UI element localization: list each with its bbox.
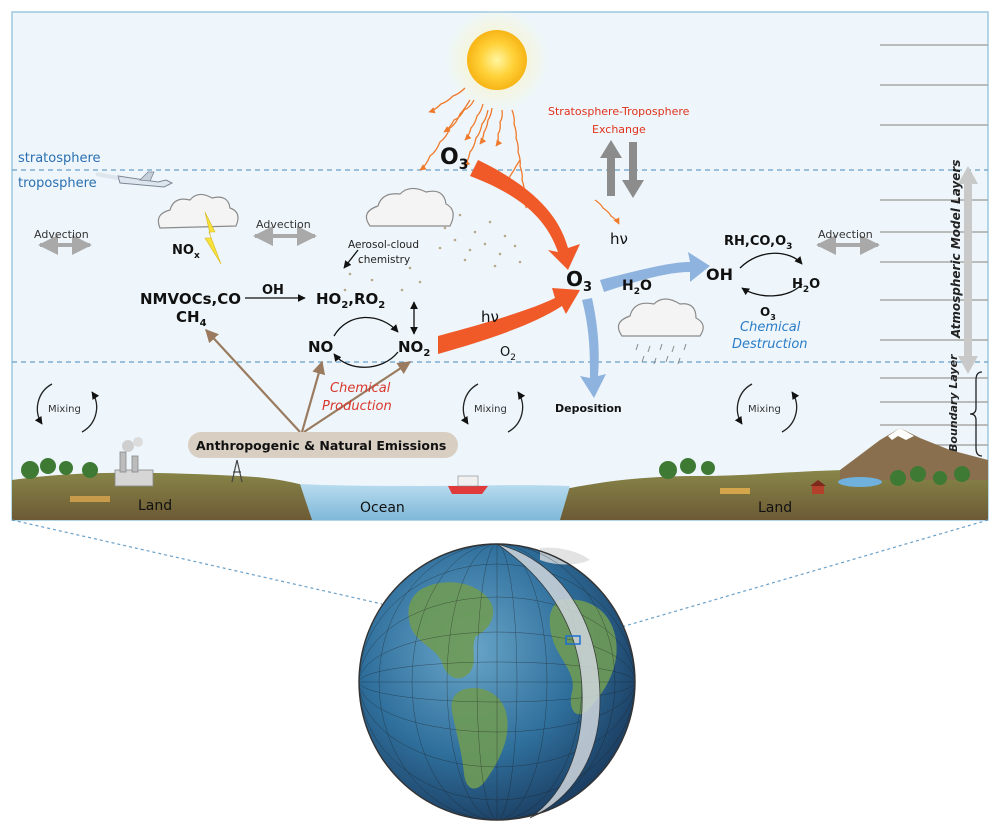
ocean-label: Ocean (360, 500, 405, 516)
aerosol-particles (343, 213, 522, 298)
chemical-destruction-label-1: Chemical (740, 320, 801, 335)
rain-drops (635, 343, 687, 365)
ship-icon (448, 475, 488, 494)
atmospheric-model-layers-label: Atmospheric Model Layers (949, 160, 963, 339)
airplane-icon (95, 171, 174, 188)
globe-outline (358, 543, 636, 821)
advection-label-left: Advection (34, 228, 89, 241)
ste-label-1: Stratosphere-Troposphere (548, 105, 690, 118)
deposition-label: Deposition (555, 402, 622, 415)
deposition-arrow (580, 298, 606, 398)
chemical-production-label-1: Chemical (330, 381, 391, 396)
o3-descent-arrow (470, 160, 580, 270)
boundary-layer-brace (969, 371, 983, 457)
emissions-label: Anthropogenic & Natural Emissions (196, 438, 446, 453)
troposphere-label: troposphere (18, 176, 97, 191)
land-right-label: Land (758, 500, 792, 516)
aerosol-cloud-label-1: Aerosol-cloud (348, 239, 419, 251)
o3-destruction-label: O3 (760, 305, 776, 322)
factory-icon (114, 437, 154, 487)
o3-trop-label: O3 (566, 267, 592, 295)
land-left-label: Land (138, 498, 172, 514)
h2o-label-right: H2O (792, 277, 820, 295)
no2-label: NO2 (398, 338, 430, 359)
oh-label-left: OH (262, 283, 284, 298)
zoom-line-right (617, 519, 989, 629)
mountain-icon (840, 428, 988, 480)
o3-strat-label: O3 (440, 145, 468, 173)
ch4-label: CH4 (176, 308, 207, 329)
mixing-label-mid: Mixing (474, 404, 507, 415)
lightning-icon (204, 211, 222, 265)
no-label: NO (308, 338, 333, 356)
mixing-label-right: Mixing (748, 404, 781, 415)
snowcap-icon (888, 428, 914, 440)
ocean (300, 484, 570, 520)
advection-label-right: Advection (818, 228, 873, 241)
mixing-arrows (34, 383, 800, 433)
stratosphere-label: stratosphere (18, 151, 101, 166)
cloud-nox-icon (157, 193, 239, 229)
sun-icon (467, 30, 527, 90)
trees-icon (21, 458, 970, 486)
emission-arrows (205, 329, 412, 433)
sun-rays (419, 87, 620, 225)
ste-arrows (600, 140, 644, 198)
ste-label-2: Exchange (592, 123, 646, 136)
oh-label-right: OH (706, 265, 733, 284)
emissions-pill (188, 432, 458, 458)
hv-label-2: hν (610, 230, 628, 248)
no2-to-o3-arrow (438, 288, 580, 354)
grid-cell-highlight (565, 635, 581, 645)
boundary-layer-label: Boundary Layer (947, 354, 960, 452)
aerosol-cloud-label-2: chemistry (358, 254, 410, 266)
chemistry-arrows (245, 249, 803, 368)
oil-rig-icon (231, 459, 243, 483)
o3-to-oh-arrow (600, 252, 710, 292)
hv-label-1: hν (481, 308, 499, 326)
zoom-line-left (11, 519, 383, 605)
advection-arrows (38, 226, 880, 255)
model-layers-arrow (958, 166, 978, 374)
h2o-label-mid: H2O (622, 278, 652, 297)
rh-co-o3-label: RH,CO,O3 (724, 234, 792, 252)
o2-label: O2 (500, 345, 516, 363)
rain-cloud-icon (617, 298, 704, 337)
ho2-ro2-label: HO2,RO2 (316, 290, 385, 311)
mixing-label-left: Mixing (48, 404, 81, 415)
chemical-destruction-label-2: Destruction (732, 337, 808, 352)
cloud-aerosol-icon (365, 187, 454, 227)
nmvocs-co-label: NMVOCs,CO (140, 290, 241, 308)
chemical-production-label-2: Production (322, 399, 392, 414)
farm-icon (70, 480, 826, 502)
advection-label-mid: Advection (256, 218, 311, 231)
nox-label: NOx (172, 243, 200, 261)
lake-icon (838, 477, 882, 487)
